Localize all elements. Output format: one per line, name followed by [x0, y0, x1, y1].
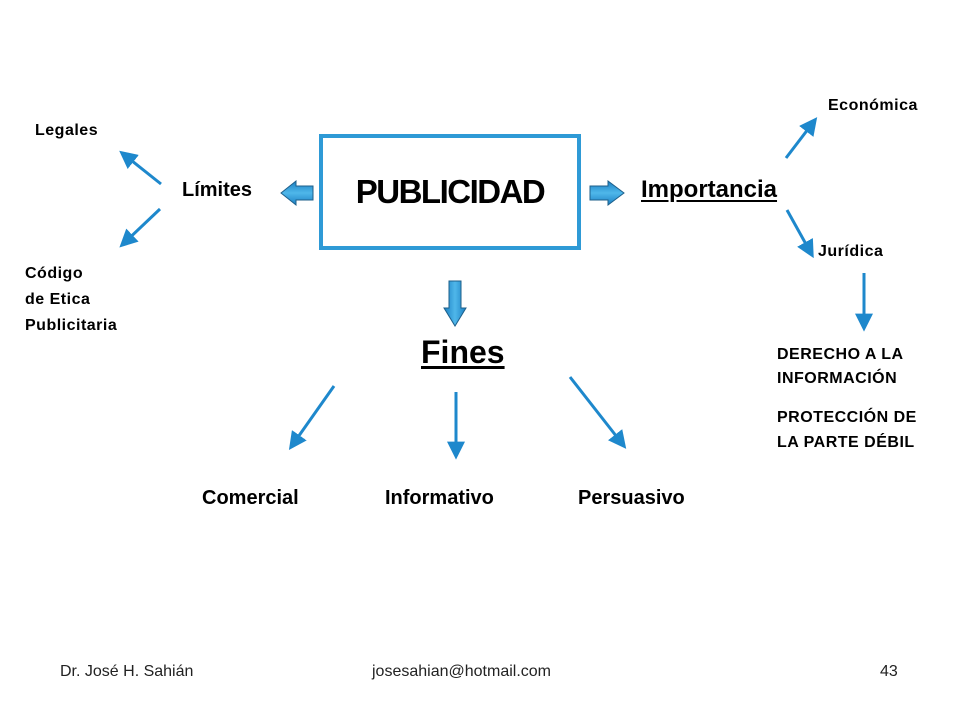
block-arrow-down	[443, 280, 467, 327]
derecho-line1: DERECHO A LA	[777, 346, 904, 363]
comercial-label: Comercial	[202, 487, 299, 509]
fines-label: Fines	[421, 334, 505, 370]
arrow-to-juridica	[785, 209, 814, 259]
arrow-to-comercial	[288, 385, 336, 450]
arrow-to-legales	[119, 150, 162, 186]
persuasivo-label: Persuasivo	[578, 487, 685, 509]
informativo-label: Informativo	[385, 487, 494, 509]
derecho-line2: INFORMACIÓN	[777, 370, 898, 387]
codigo-label-line2: de Etica	[25, 291, 91, 308]
importancia-label: Importancia	[641, 176, 778, 203]
proteccion-line2: LA PARTE DÉBIL	[777, 434, 915, 451]
block-arrow-left	[280, 179, 314, 207]
proteccion-line1: PROTECCIÓN DE	[777, 409, 917, 426]
economica-label: Económica	[828, 97, 918, 114]
arrow-to-economica	[784, 117, 818, 159]
codigo-label-line1: Código	[25, 265, 84, 282]
publicidad-title: PUBLICIDAD	[355, 173, 546, 210]
codigo-label-line3: Publicitaria	[25, 317, 118, 334]
legales-label: Legales	[35, 122, 99, 139]
arrow-to-persuasivo	[568, 376, 627, 449]
limites-label: Límites	[182, 179, 253, 201]
juridica-label: Jurídica	[818, 243, 884, 260]
footer-email: josesahian@hotmail.com	[372, 663, 551, 680]
footer-author: Dr. José H. Sahián	[60, 663, 194, 680]
block-arrow-right	[589, 180, 625, 206]
footer-page-number: 43	[880, 663, 898, 680]
arrow-to-codigo	[119, 207, 162, 248]
publicidad-box: PUBLICIDAD	[319, 134, 581, 250]
